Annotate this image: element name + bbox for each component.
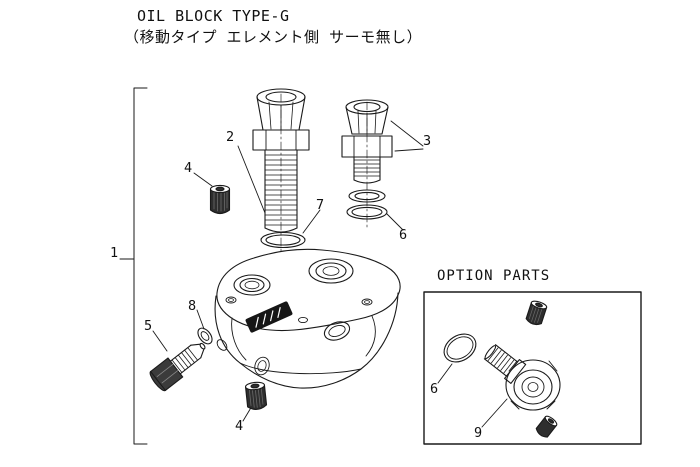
part-washer-8: [197, 327, 213, 345]
option-oring-6: [443, 333, 477, 363]
callout-9: 9: [474, 425, 483, 441]
part-fitting-5: [149, 342, 206, 392]
callout-4-bottom: 4: [235, 418, 244, 434]
callout-4-top: 4: [184, 160, 193, 176]
callout-6-option: 6: [430, 381, 439, 397]
part-fitting-3: [341, 99, 393, 184]
part-plug-4-bottom: [244, 381, 268, 410]
part-oring-7: [260, 231, 306, 249]
option-parts-label: OPTION PARTS: [437, 268, 551, 284]
callout-3: 3: [423, 133, 432, 149]
part-plug-4-top: [209, 184, 231, 215]
part-oil-block-body: [214, 248, 401, 389]
callout-6-main: 6: [399, 227, 408, 243]
callout-leader-lines: [152, 120, 508, 428]
diagram-subtitle: （移動タイプ エレメント側 サーモ無し）: [124, 28, 423, 46]
callout-1-bracket: [119, 87, 148, 445]
option-assembly-9: [483, 300, 561, 438]
part-oring-6: [346, 189, 388, 220]
callout-1: 1: [110, 245, 119, 261]
brand-plate: [245, 301, 293, 333]
option-parts-box: [423, 291, 642, 445]
callout-5: 5: [144, 318, 153, 334]
diagram-title: OIL BLOCK TYPE-G: [137, 7, 290, 25]
callout-8: 8: [188, 298, 197, 314]
diagram-title-block: OIL BLOCK TYPE-G （移動タイプ エレメント側 サーモ無し）: [124, 6, 422, 48]
callout-2: 2: [226, 129, 235, 145]
callout-7: 7: [316, 197, 325, 213]
